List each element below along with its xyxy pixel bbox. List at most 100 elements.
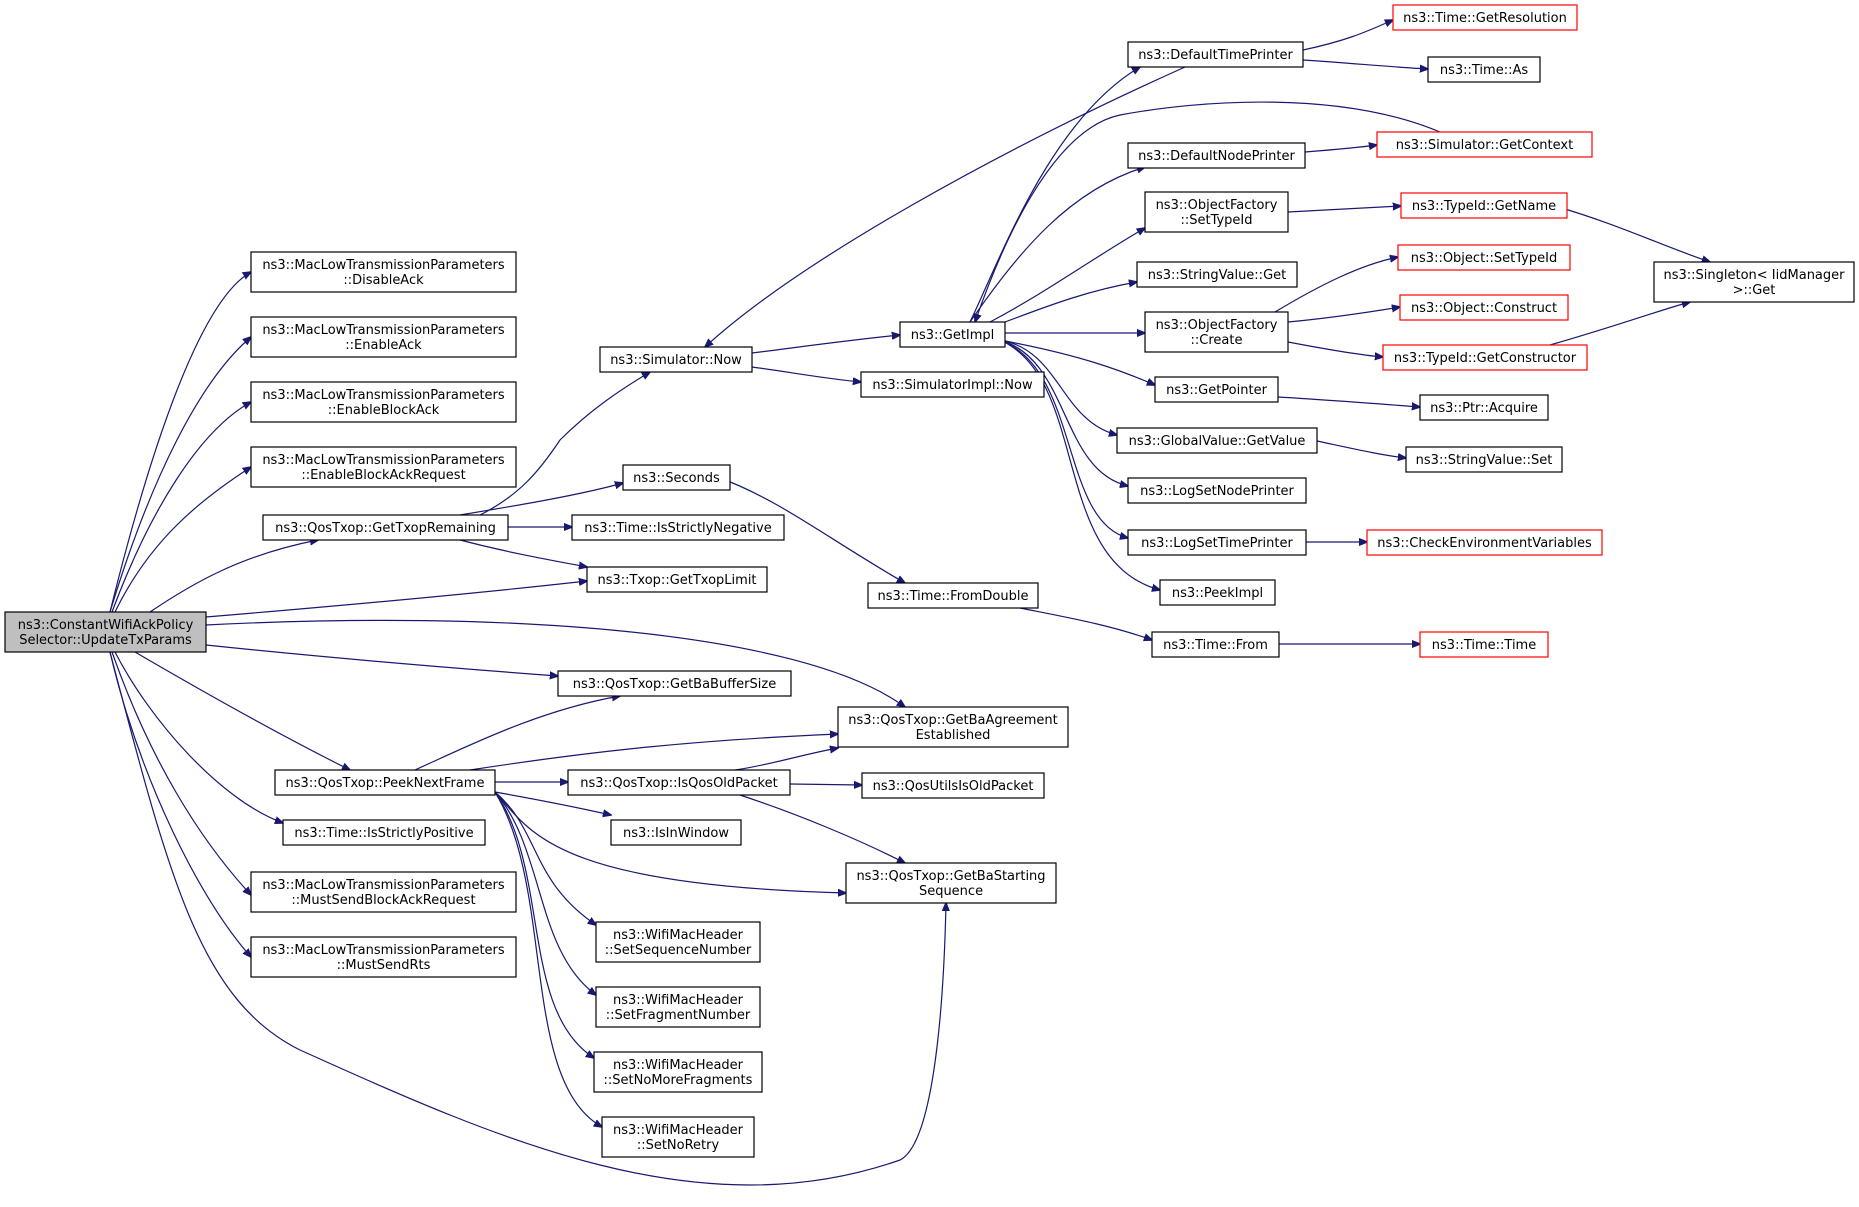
node-fromDouble[interactable]: ns3::Time::FromDouble [867,582,1039,609]
node-setFragNum[interactable]: ns3::WifiMacHeader::SetFragmentNumber [595,986,761,1028]
node-logSetTimePrinter[interactable]: ns3::LogSetTimePrinter [1127,529,1307,556]
node-label: ns3::TypeId::GetName [1412,199,1556,214]
node-label: ns3::SimulatorImpl::Now [872,378,1033,393]
node-peekNextFrame[interactable]: ns3::QosTxop::PeekNextFrame [274,769,496,796]
node-label: ::Create [1191,333,1243,348]
call-edge-to-defaultNodePrinter [969,167,1145,323]
node-label: ns3::QosTxop::GetBaStarting [856,869,1045,884]
node-isQosOldPacket[interactable]: ns3::QosTxop::IsQosOldPacket [567,769,791,796]
call-edge-to-peekNextFrame [134,651,350,770]
node-getBaBufferSize[interactable]: ns3::QosTxop::GetBaBufferSize [557,670,792,697]
node-label: Selector::UpdateTxParams [19,633,192,648]
node-label: Established [916,728,991,743]
node-timeFrom[interactable]: ns3::Time::From [1151,631,1280,658]
node-ofSetTypeId[interactable]: ns3::ObjectFactory::SetTypeId [1144,191,1289,233]
node-box [1127,529,1307,556]
node-isStrictlyNegative[interactable]: ns3::Time::IsStrictlyNegative [571,514,785,541]
node-getImpl[interactable]: ns3::GetImpl [899,321,1006,348]
call-edge-to-singletonGet [1549,302,1690,346]
node-defaultNodePrinter[interactable]: ns3::DefaultNodePrinter [1127,142,1306,169]
node-objConstruct[interactable]: ns3::Object::Construct [1399,294,1569,321]
node-mustSendRts[interactable]: ns3::MacLowTransmissionParameters::MustS… [250,936,517,978]
node-defaultTimePrinter[interactable]: ns3::DefaultTimePrinter [1127,41,1304,68]
node-isStrictlyPositive[interactable]: ns3::Time::IsStrictlyPositive [282,819,486,846]
node-seconds[interactable]: ns3::Seconds [622,464,731,491]
node-disableAck[interactable]: ns3::MacLowTransmissionParameters::Disab… [250,251,517,293]
node-label: ns3::Txop::GetTxopLimit [597,573,756,588]
node-enableBlockAck[interactable]: ns3::MacLowTransmissionParameters::Enabl… [250,381,517,423]
node-isInWindow[interactable]: ns3::IsInWindow [610,819,742,846]
node-ofCreate[interactable]: ns3::ObjectFactory::Create [1144,311,1289,353]
call-edge-to-getBaBufferSize [414,696,620,771]
node-box [845,862,1057,904]
node-label: ns3::WifiMacHeader [613,993,744,1008]
node-simImplNow[interactable]: ns3::SimulatorImpl::Now [860,371,1045,398]
node-box [282,819,486,846]
call-edge-to-fromDouble [719,477,905,583]
node-gvGetValue[interactable]: ns3::GlobalValue::GetValue [1116,427,1318,454]
node-label: ns3::PeekImpl [1172,586,1263,601]
node-enableAck[interactable]: ns3::MacLowTransmissionParameters::Enabl… [250,316,517,358]
call-edge-to-qosUtilsIsOld [789,784,862,785]
node-timeAs[interactable]: ns3::Time::As [1427,56,1541,83]
node-label: ns3::QosUtilsIsOldPacket [873,779,1034,794]
node-root[interactable]: ns3::ConstantWifiAckPolicySelector::Upda… [4,611,207,653]
node-stringValueSet[interactable]: ns3::StringValue::Set [1405,446,1563,473]
node-simNow[interactable]: ns3::Simulator::Now [599,346,753,373]
node-box [1382,344,1588,371]
node-peekImpl[interactable]: ns3::PeekImpl [1159,579,1276,606]
node-box [1127,41,1304,68]
node-simGetContext[interactable]: ns3::Simulator::GetContext [1376,131,1593,158]
node-box [1127,142,1306,169]
node-qosUtilsIsOld[interactable]: ns3::QosUtilsIsOldPacket [861,772,1045,799]
node-box [1392,4,1578,31]
call-edge-to-gvGetValue [999,339,1117,435]
node-getTxopLimit[interactable]: ns3::Txop::GetTxopLimit [586,566,768,593]
node-mustSendBAR[interactable]: ns3::MacLowTransmissionParameters::MustS… [250,871,517,913]
node-label: ::SetTypeId [1180,213,1252,228]
node-box [1144,311,1289,353]
node-box [250,251,517,293]
node-singletonGet[interactable]: ns3::Singleton< IidManager>::Get [1653,261,1855,303]
node-box [1405,446,1563,473]
node-label: ::SetSequenceNumber [605,943,752,958]
node-setNoRetry[interactable]: ns3::WifiMacHeader::SetNoRetry [601,1116,755,1158]
call-edge-to-isStrictlyPositive [114,651,283,823]
node-getTxopRemaining[interactable]: ns3::QosTxop::GetTxopRemaining [262,514,509,541]
node-label: ns3::StringValue::Get [1148,268,1286,283]
call-edge-to-getBaBufferSize [205,644,558,676]
node-box [601,1116,755,1158]
node-setNoMoreFrag[interactable]: ns3::WifiMacHeader::SetNoMoreFragments [593,1051,763,1093]
call-edge-to-simNow [479,372,650,516]
node-objSetTypeId[interactable]: ns3::Object::SetTypeId [1397,244,1571,271]
node-label: ns3::GlobalValue::GetValue [1129,434,1306,449]
node-checkEnvVars[interactable]: ns3::CheckEnvironmentVariables [1366,529,1603,556]
node-stringValueGet[interactable]: ns3::StringValue::Get [1136,261,1298,288]
node-setSeqNum[interactable]: ns3::WifiMacHeader::SetSequenceNumber [595,921,761,963]
node-typeIdGetName[interactable]: ns3::TypeId::GetName [1400,192,1568,219]
call-edge-to-simNow [705,66,1186,347]
node-timeGetResolution[interactable]: ns3::Time::GetResolution [1392,4,1578,31]
node-box [860,371,1045,398]
call-edge-to-typeIdGetCtor [1287,341,1383,357]
call-edge-to-getPointer [999,339,1155,385]
node-box [250,316,517,358]
node-label: ns3::LogSetTimePrinter [1141,536,1293,551]
node-label: ns3::QosTxop::GetBaAgreement [848,713,1057,728]
node-label: ns3::ConstantWifiAckPolicy [18,618,194,633]
node-label: ns3::WifiMacHeader [613,928,744,943]
node-label: ns3::MacLowTransmissionParameters [262,323,505,338]
node-typeIdGetCtor[interactable]: ns3::TypeId::GetConstructor [1382,344,1588,371]
node-label: ::EnableBlockAck [328,403,440,418]
call-edge-to-getImpl [751,335,900,354]
node-ptrAcquire[interactable]: ns3::Ptr::Acquire [1419,394,1549,421]
node-box [1366,529,1603,556]
node-box [1136,261,1298,288]
node-enableBlockAckReq[interactable]: ns3::MacLowTransmissionParameters::Enabl… [250,446,517,488]
node-logSetNodePrinter[interactable]: ns3::LogSetNodePrinter [1127,477,1307,504]
node-getPointer[interactable]: ns3::GetPointer [1154,376,1279,403]
node-box [595,921,761,963]
node-timeTime[interactable]: ns3::Time::Time [1419,631,1549,658]
